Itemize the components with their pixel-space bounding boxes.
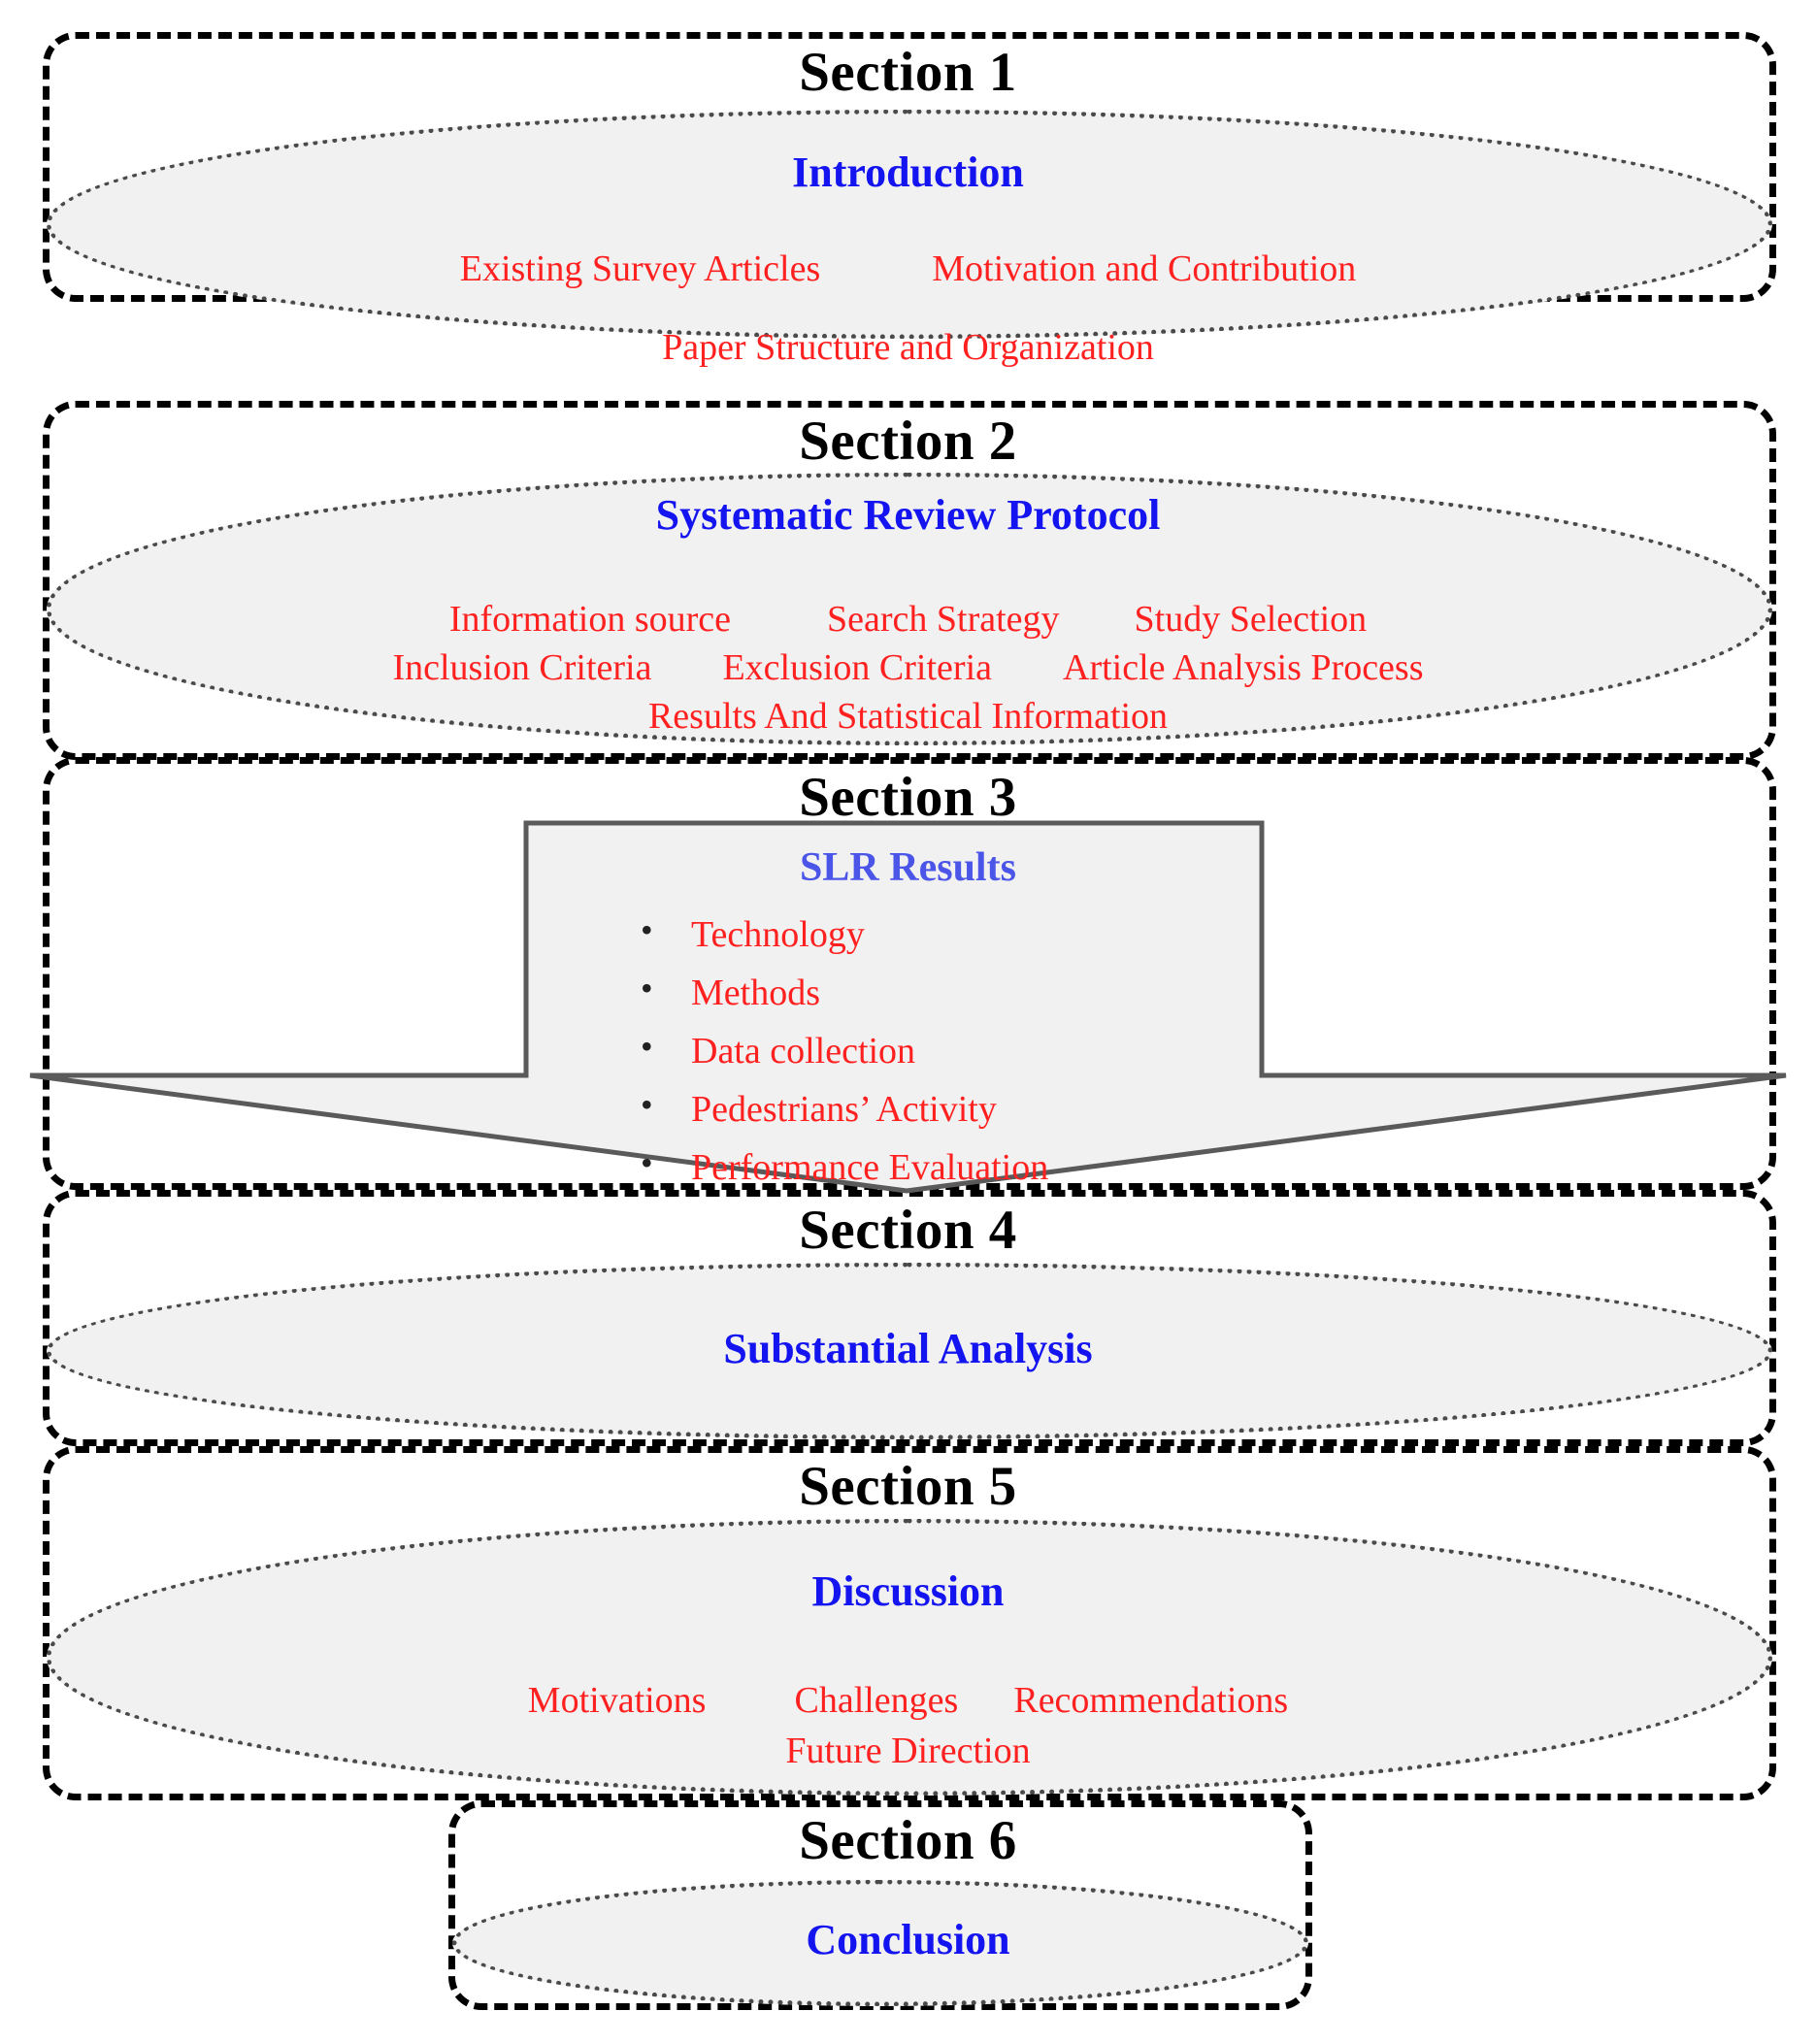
section-2-item-row-2: Inclusion Criteria Exclusion Criteria Ar… <box>0 643 1816 692</box>
section-2-item: Article Analysis Process <box>1063 647 1424 688</box>
section-2-ellipse <box>47 473 1772 745</box>
section-1-item-row-2: Paper Structure and Organization <box>0 323 1816 372</box>
section-1-item-row-1: Existing Survey Articles Motivation and … <box>0 245 1816 293</box>
section-1-item: Paper Structure and Organization <box>662 327 1154 368</box>
section-5-item: Future Direction <box>785 1731 1031 1771</box>
section-2-item: Inclusion Criteria <box>392 647 652 688</box>
section-1-ellipse <box>47 110 1772 339</box>
list-item: Technology <box>641 912 1048 953</box>
section-6-box <box>448 1800 1312 2010</box>
list-item: Performance Evaluation <box>641 1145 1048 1186</box>
section-2-item: Search Strategy <box>827 599 1060 640</box>
section-3-number: Section 3 <box>799 767 1017 828</box>
section-2-box <box>43 401 1776 760</box>
section-2-heading: Systematic Review Protocol <box>655 491 1161 539</box>
section-4-ellipse <box>47 1263 1772 1439</box>
section-1-item: Existing Survey Articles <box>459 248 821 289</box>
section-2-item-row-3: Results And Statistical Information <box>0 692 1816 741</box>
list-item: Methods <box>641 971 1048 1011</box>
section-2-item: Study Selection <box>1134 599 1368 640</box>
section-5-item: Motivations <box>527 1680 707 1721</box>
section-5-item: Challenges <box>794 1680 959 1721</box>
list-item: Data collection <box>641 1029 1048 1070</box>
list-item: Pedestrians’ Activity <box>641 1087 1048 1128</box>
section-4-number: Section 4 <box>799 1200 1017 1261</box>
section-5-item-row-2: Future Direction <box>0 1727 1816 1775</box>
section-5-item: Recommendations <box>1013 1680 1289 1721</box>
section-5-item-row-1: Motivations Challenges Recommendations <box>0 1676 1816 1725</box>
section-1-heading: Introduction <box>792 148 1024 196</box>
section-4-heading: Substantial Analysis <box>723 1325 1093 1372</box>
section-6-number: Section 6 <box>799 1810 1017 1871</box>
section-3-bullet-list: Technology Methods Data collection Pedes… <box>641 912 1048 1207</box>
section-2-item-row-1: Information source Search Strategy Study… <box>0 595 1816 643</box>
section-5-ellipse <box>47 1519 1772 1796</box>
section-2-number: Section 2 <box>799 411 1017 472</box>
section-1-number: Section 1 <box>799 42 1017 103</box>
section-5-number: Section 5 <box>799 1456 1017 1517</box>
section-6-ellipse <box>452 1880 1308 2006</box>
section-1-item: Motivation and Contribution <box>932 248 1357 289</box>
section-3-heading: SLR Results <box>800 845 1016 890</box>
section-2-item: Exclusion Criteria <box>722 647 992 688</box>
section-6-heading: Conclusion <box>806 1916 1010 1963</box>
section-5-box <box>43 1446 1776 1800</box>
section-2-item: Information source <box>448 599 732 640</box>
section-2-item: Results And Statistical Information <box>647 696 1169 737</box>
section-5-heading: Discussion <box>811 1567 1005 1615</box>
